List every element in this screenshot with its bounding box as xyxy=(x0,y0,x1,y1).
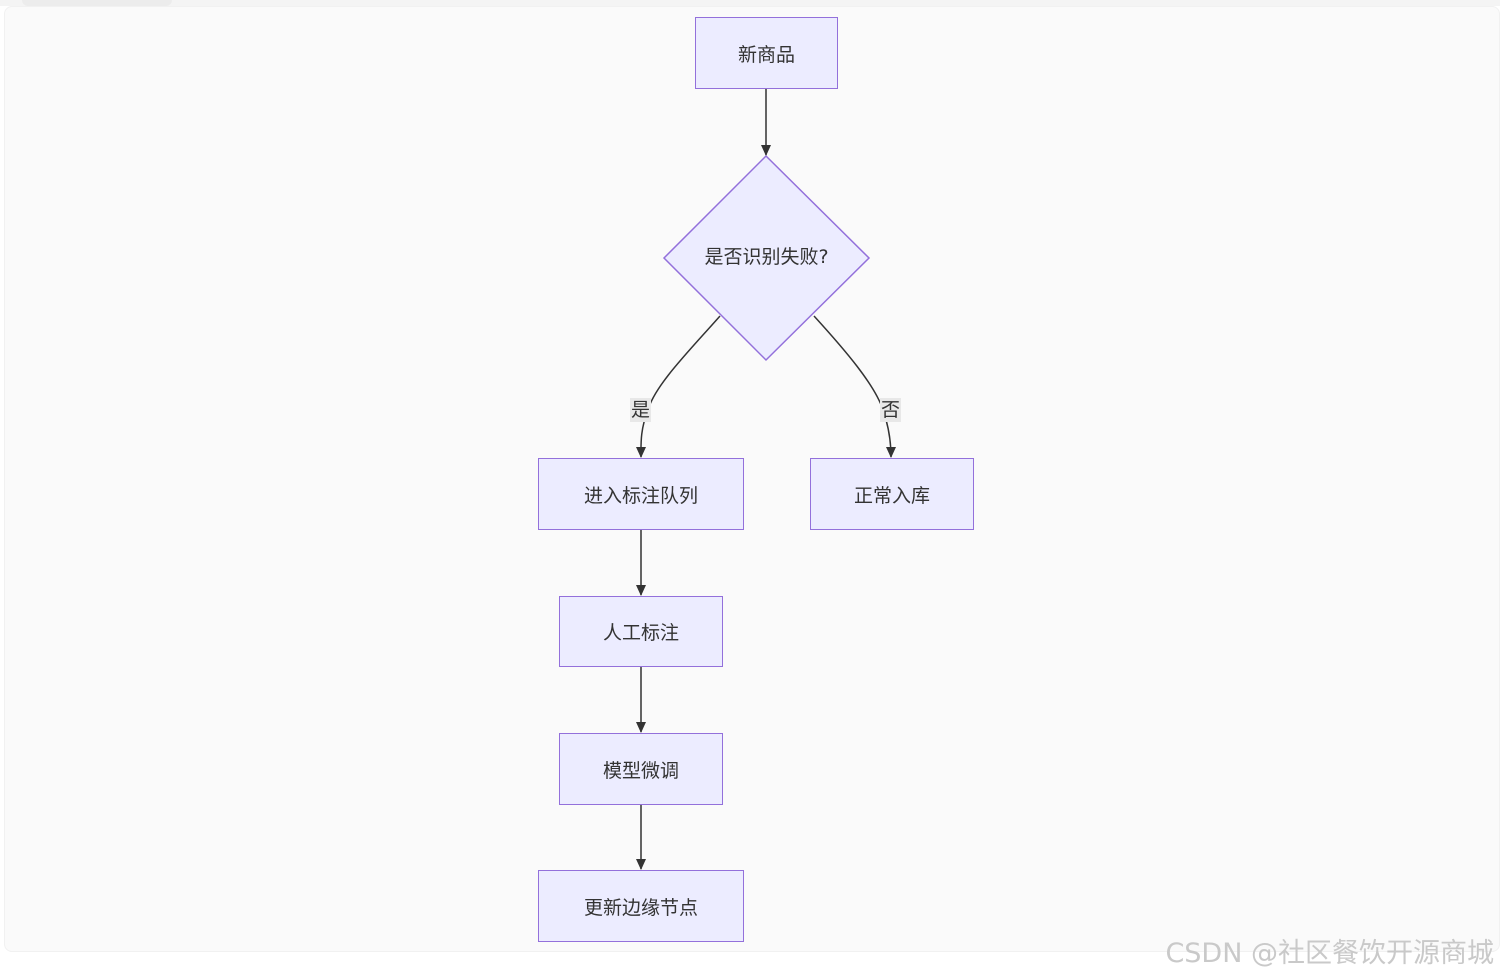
node-manual-label: 人工标注 xyxy=(559,596,723,667)
edge-decision-to-storage xyxy=(813,315,896,458)
node-manual-label-text: 人工标注 xyxy=(602,622,679,644)
watermark: CSDN @社区餐饮开源商城 xyxy=(1165,938,1494,969)
node-normal-storage-label: 正常入库 xyxy=(853,484,930,507)
top-bar-tab xyxy=(22,0,172,6)
edge-label-yes: 是 xyxy=(630,398,652,422)
node-new-item: 新商品 xyxy=(695,17,838,89)
top-bar xyxy=(0,0,1500,6)
node-enter-queue: 进入标注队列 xyxy=(538,458,744,530)
node-fine-tune-label: 模型微调 xyxy=(602,759,679,782)
decision-label: 是否识别失败? xyxy=(704,246,829,268)
decision-diamond xyxy=(662,154,871,362)
edge-decision-to-queue xyxy=(635,315,721,458)
diagram-canvas xyxy=(4,6,1500,952)
node-update-edge: 更新边缘节点 xyxy=(538,870,744,942)
node-enter-queue-label: 进入标注队列 xyxy=(583,484,698,507)
edge-label-no: 否 xyxy=(880,398,902,422)
node-fine-tune: 模型微调 xyxy=(559,733,723,805)
node-new-item-label: 新商品 xyxy=(737,43,795,66)
node-normal-storage: 正常入库 xyxy=(810,458,974,530)
node-update-edge-label: 更新边缘节点 xyxy=(583,896,698,919)
